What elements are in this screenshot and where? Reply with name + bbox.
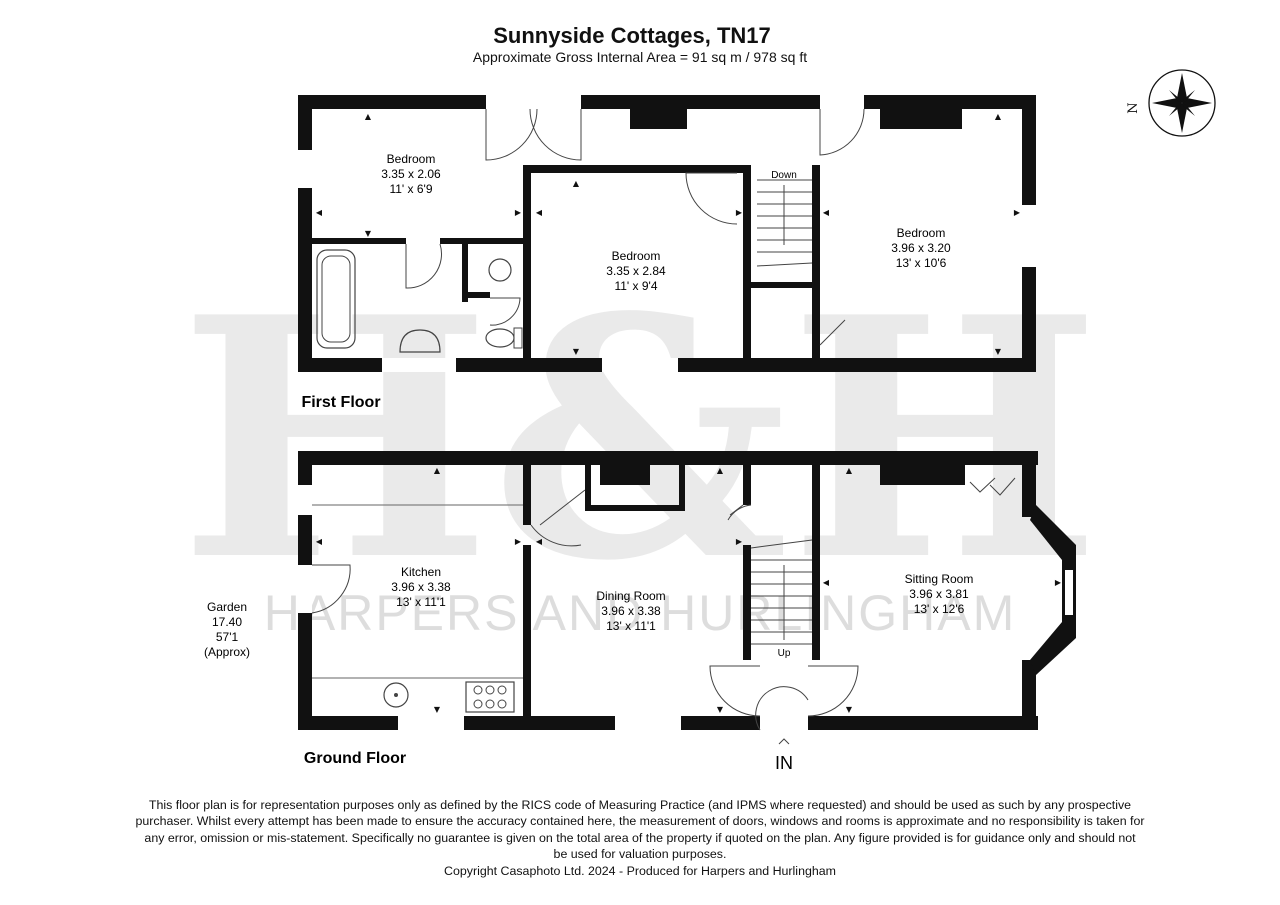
garden-label: Garden 17.40 57'1 (Approx) — [204, 600, 250, 659]
room-label-bedroom-1: Bedroom 3.35 x 2.06 11' x 6'9 — [381, 152, 441, 196]
svg-text:◀: ◀ — [823, 578, 830, 587]
svg-text:▲: ▲ — [846, 466, 853, 475]
plan-title: Sunnyside Cottages, TN17 — [493, 23, 771, 48]
entrance-arrow-icon — [778, 738, 790, 745]
svg-text:▼: ▼ — [995, 347, 1002, 356]
garden-metric: 17.40 — [212, 615, 242, 629]
watermark-text: HARPERS AND HURLINGHAM — [264, 585, 1016, 641]
disclaimer-line: any error, omission or mis-statement. Sp… — [144, 830, 1136, 845]
room-metric: 3.96 x 3.38 — [601, 604, 661, 618]
garden-imperial: 57'1 — [216, 630, 239, 644]
watermark-monogram: H&H — [179, 245, 1101, 633]
room-metric: 3.35 x 2.06 — [381, 167, 441, 181]
room-imperial: 11' x 6'9 — [389, 182, 432, 196]
first-floor-plan — [298, 95, 1036, 372]
copyright-notice: Copyright Casaphoto Ltd. 2024 - Produced… — [444, 864, 836, 878]
garden-note: (Approx) — [204, 645, 250, 659]
svg-text:▼: ▼ — [365, 229, 372, 238]
room-metric: 3.35 x 2.84 — [606, 264, 666, 278]
svg-text:▼: ▼ — [434, 705, 441, 714]
room-label-sitting-room: Sitting Room 3.96 x 3.81 13' x 12'6 — [905, 572, 974, 616]
room-imperial: 13' x 11'1 — [396, 595, 446, 609]
svg-text:◀: ◀ — [536, 208, 543, 217]
svg-text:▲: ▲ — [573, 179, 580, 188]
room-name: Kitchen — [401, 565, 441, 579]
garden-name: Garden — [207, 600, 247, 614]
svg-text:▼: ▼ — [573, 347, 580, 356]
svg-text:▲: ▲ — [365, 112, 372, 121]
svg-text:▶: ▶ — [1014, 208, 1021, 217]
room-name: Bedroom — [612, 249, 661, 263]
ground-floor-label: Ground Floor — [304, 750, 406, 767]
disclaimer-line: purchaser. Whilst every attempt has been… — [135, 814, 1145, 829]
disclaimer: This floor plan is for representation pu… — [90, 797, 1190, 863]
entrance-label: IN — [775, 753, 793, 773]
room-imperial: 13' x 12'6 — [914, 602, 965, 616]
svg-text:▲: ▲ — [717, 466, 724, 475]
room-name: Bedroom — [897, 226, 946, 240]
svg-text:▶: ▶ — [515, 208, 522, 217]
disclaimer-line: This floor plan is for representation pu… — [148, 798, 1132, 812]
first-floor-label: First Floor — [301, 394, 380, 411]
svg-text:▲: ▲ — [995, 112, 1002, 121]
stairs-down-label: Down — [771, 170, 797, 181]
svg-text:▶: ▶ — [736, 537, 743, 546]
svg-text:▼: ▼ — [717, 705, 724, 714]
room-imperial: 11' x 9'4 — [614, 279, 657, 293]
svg-text:▶: ▶ — [736, 208, 743, 217]
compass-north-label: N — [1126, 102, 1141, 113]
plan-subtitle: Approximate Gross Internal Area = 91 sq … — [473, 49, 807, 65]
svg-text:◀: ◀ — [536, 537, 543, 546]
compass-rose-icon — [1148, 69, 1216, 137]
measurement-arrow-icons: ▲ ▼ ◀ ▶ ▲ ▼ ◀ ▶ ▲ ▼ ◀ ▶ ▲ ▼ ◀ ▶ ▲ ▼ ◀ ▶ ▲ ▼ ◀ ▶ — [316, 112, 1062, 714]
room-label-bedroom-3: Bedroom 3.96 x 3.20 13' x 10'6 — [891, 226, 951, 270]
watermark: H&H HARPERS AND HURLINGHAM — [179, 245, 1101, 641]
disclaimer-line: be used for valuation purposes. — [553, 847, 727, 862]
svg-text:◀: ◀ — [823, 208, 830, 217]
svg-text:◀: ◀ — [316, 537, 323, 546]
room-name: Bedroom — [387, 152, 436, 166]
svg-text:▼: ▼ — [846, 705, 853, 714]
room-name: Dining Room — [596, 589, 665, 603]
svg-text:◀: ◀ — [316, 208, 323, 217]
room-metric: 3.96 x 3.38 — [391, 580, 451, 594]
svg-text:▶: ▶ — [1055, 578, 1062, 587]
room-imperial: 13' x 11'1 — [606, 619, 656, 633]
svg-text:▶: ▶ — [515, 537, 522, 546]
room-metric: 3.96 x 3.20 — [891, 241, 951, 255]
room-name: Sitting Room — [905, 572, 974, 586]
svg-text:▲: ▲ — [434, 466, 441, 475]
room-label-dining-room: Dining Room 3.96 x 3.38 13' x 11'1 — [596, 589, 665, 633]
room-label-kitchen: Kitchen 3.96 x 3.38 13' x 11'1 — [391, 565, 451, 609]
stairs-up-label: Up — [778, 648, 791, 659]
room-label-bedroom-2: Bedroom 3.35 x 2.84 11' x 9'4 — [606, 249, 666, 293]
room-metric: 3.96 x 3.81 — [909, 587, 969, 601]
room-imperial: 13' x 10'6 — [896, 256, 947, 270]
ground-floor-plan — [298, 451, 1076, 731]
